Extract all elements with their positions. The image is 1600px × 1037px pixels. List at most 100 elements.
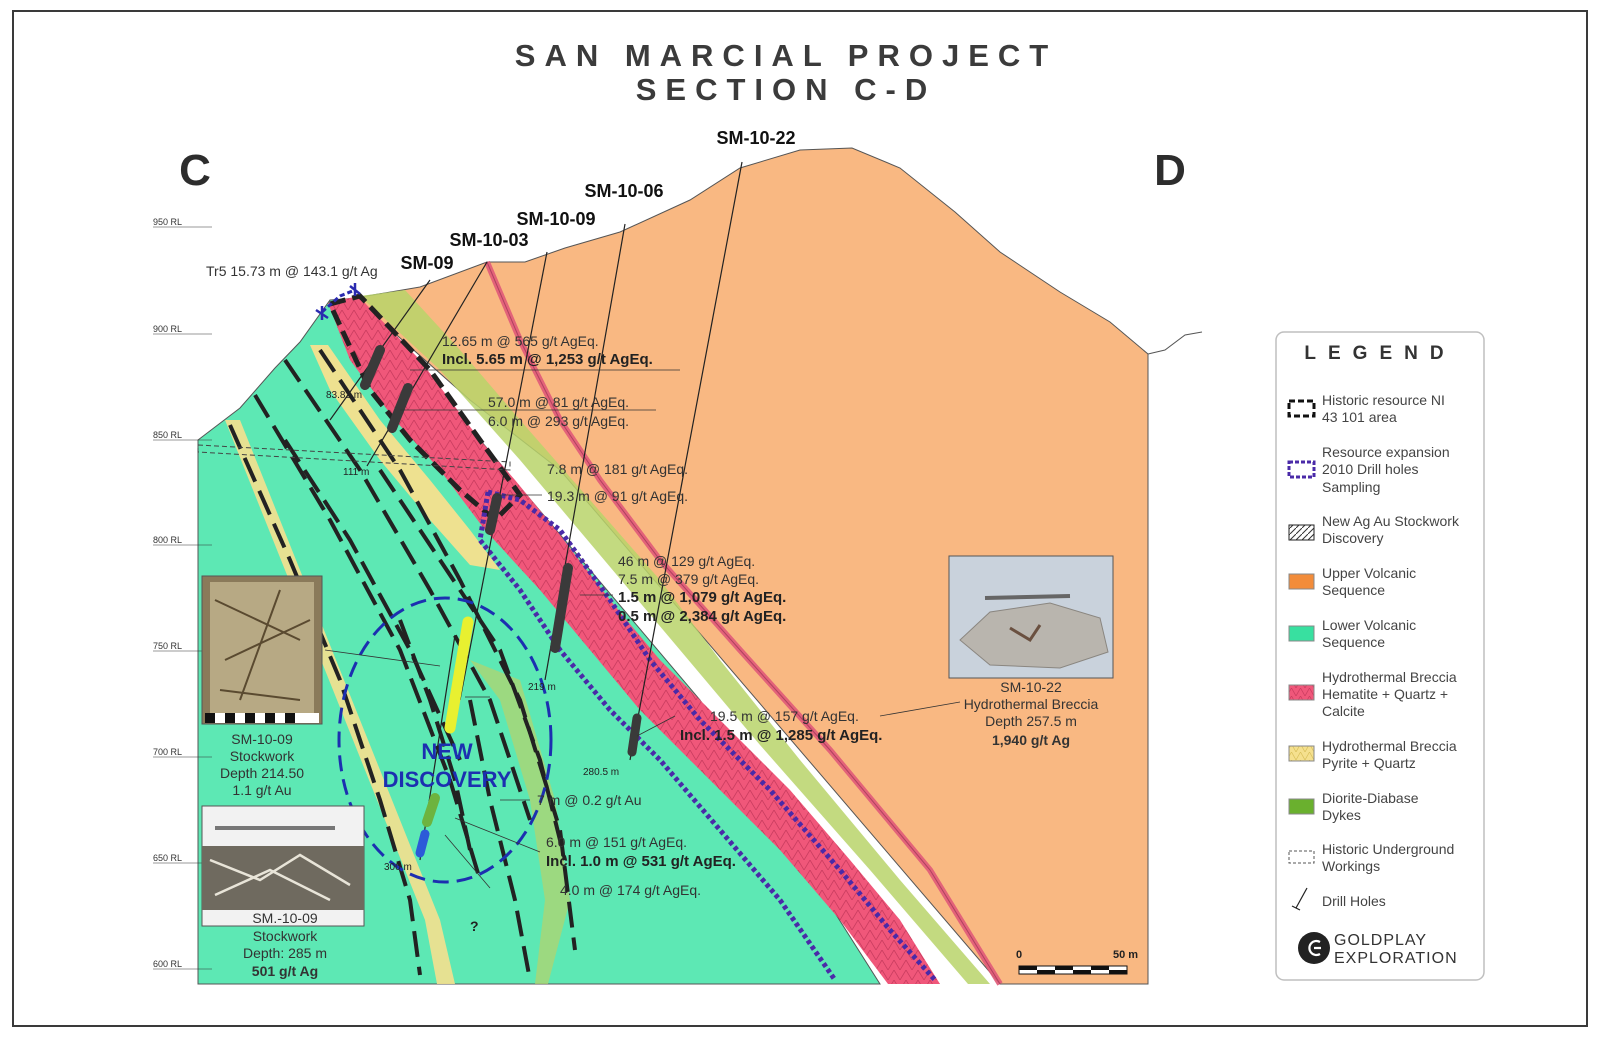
legend: LEGEND Historic resource NI 43 101 area … — [1275, 331, 1485, 981]
legend-label: 2010 Drill holes — [1322, 461, 1419, 477]
legend-swatch-upper-volcanic — [1288, 573, 1315, 590]
legend-swatch-workings — [1288, 850, 1315, 864]
underground-workings — [197, 444, 511, 471]
depth-label: 83.82 m — [326, 390, 362, 401]
title-line-2: SECTION C-D — [636, 72, 937, 107]
hole-label-sm-10-03: SM-10-03 — [449, 230, 528, 250]
depth-label: 300 m — [384, 862, 412, 873]
legend-label: Upper Volcanic — [1322, 565, 1416, 581]
rl-label: 650 RL — [153, 853, 182, 863]
rl-label: 950 RL — [153, 217, 182, 227]
photo-2-caption: Stockwork — [253, 928, 319, 944]
photo-2-caption: SM.-10-09 — [252, 910, 318, 926]
intercept-label: Incl. 5.65 m @ 1,253 g/t AgEq. — [442, 351, 653, 368]
legend-label: Hydrothermal Breccia — [1322, 738, 1457, 754]
photo-3-caption: Hydrothermal Breccia — [964, 696, 1099, 712]
legend-label: Dykes — [1322, 807, 1361, 823]
rl-label: 900 RL — [153, 324, 182, 334]
photo-1-caption: Depth 214.50 — [220, 765, 304, 781]
legend-swatch-stockwork — [1288, 524, 1315, 541]
rl-axis: 950 RL 900 RL 850 RL 800 RL 750 RL 700 R… — [153, 217, 212, 970]
photo-2-caption: Depth: 285 m — [243, 945, 327, 961]
legend-swatch-lower-volcanic — [1288, 625, 1315, 642]
legend-label: Pyrite + Quartz — [1322, 755, 1416, 771]
scale-end: 50 m — [1113, 949, 1138, 961]
photo-2-caption: 501 g/t Ag — [252, 963, 318, 979]
depth-label: 280.5 m — [583, 767, 619, 778]
map-frame — [12, 10, 1588, 1027]
photo-3-caption: SM-10-22 — [1000, 679, 1062, 695]
intercept-label: 19.5 m @ 157 g/t AgEq. — [710, 708, 859, 724]
intercept-label: 6.0 m @ 151 g/t AgEq. — [546, 834, 687, 850]
legend-label: New Ag Au Stockwork — [1322, 513, 1460, 529]
intercept-markers — [360, 345, 642, 858]
logo-name: GOLDPLAY — [1334, 932, 1427, 949]
discovery-label-line1: NEW — [421, 739, 473, 764]
intercept-label: Incl. 1.5 m @ 1,285 g/t AgEq. — [680, 727, 882, 744]
photo-3-caption: Depth 257.5 m — [985, 713, 1077, 729]
intercept-label: Incl. 1.0 m @ 531 g/t AgEq. — [546, 853, 736, 870]
intercept-label: 19.3 m @ 91 g/t AgEq. — [547, 488, 688, 504]
resource-expansion-outline-upper — [487, 489, 937, 982]
legend-swatch-expansion — [1287, 460, 1316, 479]
legend-label: Sampling — [1322, 479, 1380, 495]
section-start-label: C — [179, 146, 211, 195]
unknown-marker: ? — [470, 918, 479, 934]
rl-label: 600 RL — [153, 959, 182, 969]
discovery-label-line2: DISCOVERY — [383, 767, 512, 792]
intercept-label: 7 m @ 0.2 g/t Au — [537, 792, 642, 808]
rl-label: 850 RL — [153, 430, 182, 440]
legend-label: Diorite-Diabase — [1322, 790, 1419, 806]
depth-label: 111 m — [343, 467, 369, 478]
legend-label: Calcite — [1322, 703, 1365, 719]
stockwork-lines — [228, 348, 577, 981]
legend-title: LEGEND — [1304, 343, 1455, 364]
photo-1-caption: Stockwork — [230, 748, 296, 764]
title-line-1: SAN MARCIAL PROJECT — [515, 38, 1057, 73]
rl-label: 800 RL — [153, 535, 182, 545]
hole-label-sm-10-06: SM-10-06 — [584, 181, 663, 201]
legend-swatch-hematite-breccia — [1288, 684, 1315, 701]
leader-lines — [324, 369, 961, 889]
photo-stockwork-214 — [201, 575, 323, 725]
hematite-breccia-band — [328, 296, 940, 984]
photo-breccia-257 — [948, 555, 1114, 679]
hole-label-sm-10-22: SM-10-22 — [716, 128, 795, 148]
upper-dyke-band — [360, 290, 990, 984]
depth-label: 219 m — [528, 682, 556, 693]
historic-resource-outline — [326, 293, 524, 524]
legend-label: Hematite + Quartz + — [1322, 686, 1448, 702]
section-end-label: D — [1154, 146, 1186, 195]
photo-3-caption: 1,940 g/t Ag — [992, 732, 1070, 748]
intercept-label: 6.0 m @ 293 g/t AgEq. — [488, 413, 629, 429]
rl-label: 700 RL — [153, 747, 182, 757]
upper-volcanic-unit — [353, 147, 1149, 985]
intercept-label: 4.0 m @ 174 g/t AgEq. — [560, 882, 701, 898]
legend-label: 43 101 area — [1322, 409, 1397, 425]
legend-swatch-drill-hole — [1295, 887, 1308, 909]
legend-label: Workings — [1322, 858, 1380, 874]
pyrite-breccia-band — [310, 345, 500, 570]
intercept-label: 57.0 m @ 81 g/t AgEq. — [488, 394, 629, 410]
intercept-label: 1.5 m @ 1,079 g/t AgEq. — [618, 589, 786, 606]
hole-label-sm-09: SM-09 — [400, 253, 453, 273]
scale-zero: 0 — [1016, 949, 1022, 961]
trench-label: Tr5 15.73 m @ 143.1 g/t Ag — [206, 263, 378, 279]
legend-label: Historic Underground — [1322, 841, 1454, 857]
legend-label: Resource expansion — [1322, 444, 1450, 460]
rl-label: 750 RL — [153, 641, 182, 651]
intercept-label: 7.5 m @ 379 g/t AgEq. — [618, 571, 759, 587]
legend-label: Sequence — [1322, 634, 1385, 650]
intercept-label: 7.8 m @ 181 g/t AgEq. — [547, 461, 688, 477]
intercept-label: 46 m @ 129 g/t AgEq. — [618, 553, 755, 569]
legend-swatch-pyrite-breccia — [1288, 745, 1315, 762]
legend-label: Historic resource NI — [1322, 392, 1445, 408]
legend-label: Drill Holes — [1322, 893, 1386, 909]
legend-swatch-historic — [1287, 399, 1316, 418]
logo-subname: EXPLORATION — [1334, 950, 1458, 967]
intercept-label: 12.65 m @ 565 g/t AgEq. — [442, 333, 599, 349]
hole-label-sm-10-09: SM-10-09 — [516, 209, 595, 229]
photo-1-caption: SM-10-09 — [231, 731, 293, 747]
photo-1-caption: 1.1 g/t Au — [232, 782, 291, 798]
